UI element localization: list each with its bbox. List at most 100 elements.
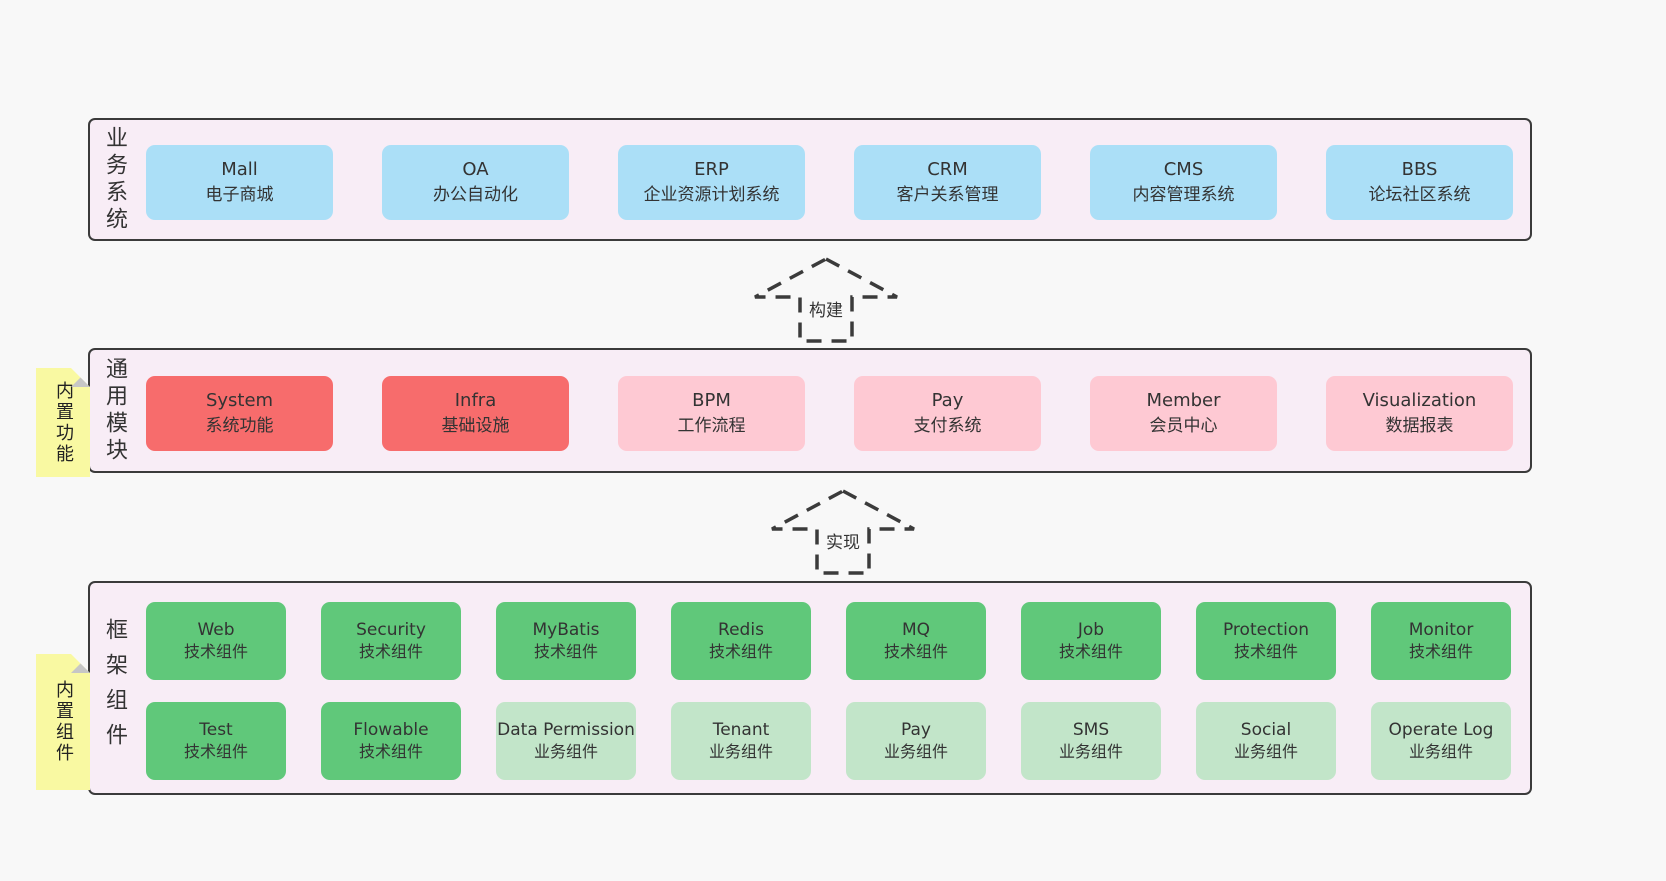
sticky-note-label: 内置组件 [53, 680, 74, 764]
arrow-label-implement: 实现 [823, 532, 863, 555]
module-box-mall: Mall 电子商城 [146, 145, 333, 220]
sticky-note-label: 内置功能 [53, 380, 74, 465]
module-box-cms: CMS 内容管理系统 [1090, 145, 1277, 220]
module-name: BBS [1401, 159, 1438, 181]
module-box-oa: OA 办公自动化 [382, 145, 569, 220]
module-subtitle: 会员中心 [1149, 416, 1218, 437]
dashed-up-arrow-build: 构建 [751, 256, 901, 344]
module-subtitle: 客户关系管理 [896, 185, 999, 206]
module-subtitle: 业务组件 [1408, 741, 1473, 761]
module-subtitle: 内容管理系统 [1132, 185, 1235, 206]
module-box-bbs: BBS 论坛社区系统 [1326, 145, 1513, 220]
module-box-pay: Pay 支付系统 [854, 376, 1041, 451]
module-name: Member [1146, 390, 1221, 412]
module-name: ERP [694, 159, 729, 181]
module-subtitle: 技术组件 [1233, 641, 1298, 661]
arrow-label-build: 构建 [806, 300, 846, 323]
band-label-business-systems: 业务系统 [102, 125, 127, 234]
module-subtitle: 技术组件 [358, 641, 423, 661]
module-name: Protection [1222, 619, 1309, 640]
module-name: Redis [718, 619, 764, 640]
module-subtitle: 技术组件 [883, 641, 948, 661]
band-business-systems: 业务系统 Mall 电子商城 OA 办公自动化 ERP 企业资源计划系统 CRM 客户关系管理… [88, 118, 1532, 241]
module-name: Web [197, 619, 235, 640]
module-subtitle: 技术组件 [183, 641, 248, 661]
module-subtitle: 技术组件 [1408, 641, 1473, 661]
module-name: Social [1240, 719, 1292, 740]
band-row: Mall 电子商城 OA 办公自动化 ERP 企业资源计划系统 CRM 客户关系管理 CMS 内容… [146, 145, 1514, 220]
module-subtitle: 工作流程 [677, 416, 746, 437]
module-name: Data Permission [497, 719, 635, 740]
module-subtitle: 企业资源计划系统 [643, 185, 780, 206]
module-name: Flowable [353, 719, 429, 740]
module-subtitle: 技术组件 [533, 641, 598, 661]
module-subtitle: 业务组件 [883, 741, 948, 761]
module-name: CRM [927, 159, 968, 181]
module-box-visualization: Visualization 数据报表 [1326, 376, 1513, 451]
module-subtitle: 业务组件 [1233, 741, 1298, 761]
module-subtitle: 论坛社区系统 [1368, 185, 1471, 206]
sticky-note-builtin-features: 内置功能 [36, 368, 90, 477]
module-box-bpm: BPM 工作流程 [618, 376, 805, 451]
module-box-erp: ERP 企业资源计划系统 [618, 145, 805, 220]
module-name: Security [356, 619, 426, 640]
module-subtitle: 办公自动化 [433, 185, 518, 206]
module-subtitle: 业务组件 [1058, 741, 1123, 761]
module-name: Test [199, 719, 233, 740]
module-name: Pay [931, 390, 964, 412]
up-arrow-icon [771, 489, 915, 575]
module-name: Monitor [1408, 619, 1474, 640]
module-name: CMS [1163, 159, 1204, 181]
module-subtitle: 系统功能 [205, 416, 274, 437]
module-name: MyBatis [532, 619, 600, 640]
dashed-up-arrow-implement: 实现 [768, 488, 918, 576]
sticky-note-builtin-components: 内置组件 [36, 654, 90, 790]
module-name: OA [462, 159, 489, 181]
module-name: Pay [901, 719, 931, 740]
up-arrow-icon [754, 257, 898, 343]
band-label-framework-components: 框架组件 [102, 618, 127, 758]
module-name: Job [1077, 619, 1105, 640]
module-name: Mall [221, 159, 258, 181]
module-name: Infra [454, 390, 497, 412]
module-name: Visualization [1362, 390, 1477, 412]
module-name: Operate Log [1388, 719, 1494, 740]
module-box-infra: Infra 基础设施 [382, 376, 569, 451]
module-name: BPM [692, 390, 731, 412]
module-subtitle: 电子商城 [205, 185, 274, 206]
module-box-crm: CRM 客户关系管理 [854, 145, 1041, 220]
module-subtitle: 技术组件 [1058, 641, 1123, 661]
module-name: Tenant [712, 719, 770, 740]
module-subtitle: 技术组件 [708, 641, 773, 661]
module-subtitle: 技术组件 [183, 741, 248, 761]
module-subtitle: 业务组件 [708, 741, 773, 761]
module-subtitle: 数据报表 [1385, 416, 1454, 437]
band-label-common-modules: 通用模块 [102, 356, 127, 465]
module-subtitle: 基础设施 [441, 416, 510, 437]
module-name: MQ [901, 619, 931, 640]
module-box-member: Member 会员中心 [1090, 376, 1277, 451]
module-subtitle: 支付系统 [913, 416, 982, 437]
module-name: SMS [1072, 719, 1110, 740]
